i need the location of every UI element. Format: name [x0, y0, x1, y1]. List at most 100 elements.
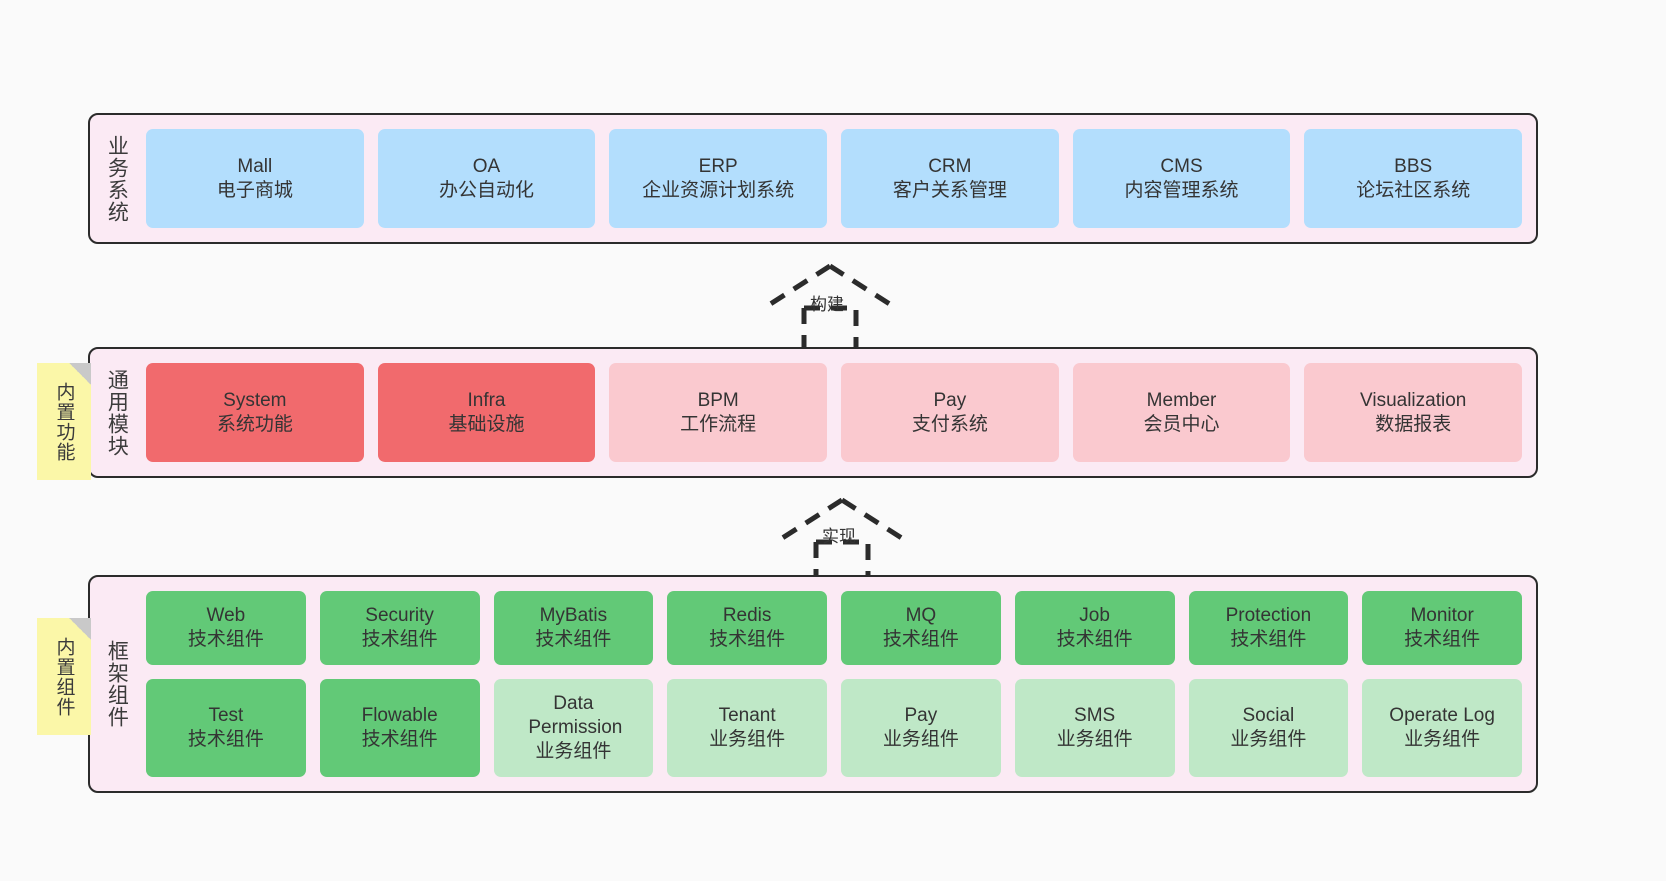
card-title-en: Social [1242, 705, 1295, 727]
card-row: Web 技术组件 Security 技术组件 MyBatis 技术组件 Redi… [146, 591, 1522, 666]
card-title-cn: 业务组件 [1404, 729, 1481, 751]
layer-title-business-system: 业务系统 [105, 134, 129, 223]
layer-business-system: 业务系统 Mall 电子商城 OA 办公自动化 ERP 企业资源计划系统 CRM… [88, 113, 1538, 244]
card-title-en: Job [1079, 605, 1110, 627]
card-title-cn: 客户关系管理 [892, 179, 1007, 201]
layer-body-business-system: Mall 电子商城 OA 办公自动化 ERP 企业资源计划系统 CRM 客户关系… [142, 115, 1536, 242]
card-title-cn: 业务组件 [709, 729, 786, 751]
card-title-cn: 技术组件 [709, 629, 786, 651]
card-title-en: Data Permission [528, 693, 623, 739]
card-security[interactable]: Security 技术组件 [319, 591, 480, 666]
card-row: System 系统功能 Infra 基础设施 BPM 工作流程 Pay 支付系统… [146, 363, 1523, 462]
card-social[interactable]: Social 业务组件 [1188, 679, 1349, 777]
card-title-cn: 企业资源计划系统 [642, 179, 795, 201]
card-title-en: Member [1146, 389, 1217, 411]
card-title-en: BBS [1394, 155, 1433, 177]
card-title-en: MyBatis [539, 605, 608, 627]
card-title-cn: 支付系统 [911, 413, 988, 435]
generalization-arrow-icon [762, 263, 898, 348]
sticky-note-builtin-components: 内置组件 [37, 618, 91, 735]
layer-body-framework-component: Web 技术组件 Security 技术组件 MyBatis 技术组件 Redi… [142, 577, 1536, 791]
card-system[interactable]: System 系统功能 [146, 363, 364, 462]
card-redis[interactable]: Redis 技术组件 [667, 591, 827, 666]
card-title-cn: 技术组件 [535, 629, 612, 651]
card-title-cn: 技术组件 [361, 729, 438, 751]
card-title-cn: 办公自动化 [439, 179, 535, 201]
card-title-cn: 业务组件 [1230, 729, 1307, 751]
card-flowable[interactable]: Flowable 技术组件 [319, 679, 480, 777]
connector-implement: 实现 [772, 496, 912, 576]
card-title-cn: 数据报表 [1375, 413, 1452, 435]
card-title-en: Visualization [1360, 389, 1467, 411]
card-infra[interactable]: Infra 基础设施 [377, 363, 596, 462]
card-title-en: Web [206, 605, 246, 627]
card-mall[interactable]: Mall 电子商城 [146, 129, 364, 228]
connector-build: 构建 [760, 262, 900, 348]
generalization-arrow-icon [774, 497, 910, 576]
layer-framework-component: 框架组件 Web 技术组件 Security 技术组件 MyBatis 技术组件… [88, 575, 1538, 793]
card-title-cn: 技术组件 [882, 629, 959, 651]
card-operate-log[interactable]: Operate Log 业务组件 [1362, 679, 1522, 777]
card-title-cn: 会员中心 [1143, 413, 1220, 435]
card-mybatis[interactable]: MyBatis 技术组件 [493, 591, 654, 666]
card-row: Mall 电子商城 OA 办公自动化 ERP 企业资源计划系统 CRM 客户关系… [146, 129, 1523, 228]
layer-body-common-module: System 系统功能 Infra 基础设施 BPM 工作流程 Pay 支付系统… [142, 349, 1536, 476]
card-title-en: Pay [904, 705, 938, 727]
card-title-en: OA [472, 155, 501, 177]
card-title-en: CRM [928, 155, 972, 177]
card-sms[interactable]: SMS 业务组件 [1014, 679, 1175, 777]
card-title-cn: 技术组件 [1056, 629, 1133, 651]
card-cms[interactable]: CMS 内容管理系统 [1072, 129, 1291, 228]
card-title-en: Protection [1225, 605, 1312, 627]
card-title-en: Infra [467, 389, 506, 411]
card-title-cn: 论坛社区系统 [1356, 179, 1471, 201]
card-protection[interactable]: Protection 技术组件 [1188, 591, 1349, 666]
card-data-permission[interactable]: Data Permission 业务组件 [493, 679, 654, 777]
sticky-note-text: 内置功能 [53, 381, 75, 462]
card-title-en: Mall [237, 155, 273, 177]
card-title-cn: 业务组件 [882, 729, 959, 751]
card-web[interactable]: Web 技术组件 [146, 591, 306, 666]
card-visualization[interactable]: Visualization 数据报表 [1304, 363, 1523, 462]
card-pay-business[interactable]: Pay 业务组件 [841, 679, 1001, 777]
layer-title-framework-component: 框架组件 [105, 640, 129, 728]
card-title-en: System [223, 389, 287, 411]
card-title-cn: 技术组件 [187, 729, 264, 751]
card-title-en: Flowable [361, 705, 438, 727]
card-oa[interactable]: OA 办公自动化 [377, 129, 596, 228]
card-bbs[interactable]: BBS 论坛社区系统 [1304, 129, 1523, 228]
card-title-en: Security [365, 605, 434, 627]
connector-label-build: 构建 [810, 295, 844, 314]
card-mq[interactable]: MQ 技术组件 [841, 591, 1001, 666]
layer-common-module: 通用模块 System 系统功能 Infra 基础设施 BPM 工作流程 Pay… [88, 347, 1538, 478]
card-bpm[interactable]: BPM 工作流程 [609, 363, 828, 462]
card-title-cn: 业务组件 [1056, 729, 1133, 751]
card-title-cn: 工作流程 [680, 413, 757, 435]
card-title-cn: 技术组件 [1230, 629, 1307, 651]
card-title-cn: 内容管理系统 [1124, 179, 1239, 201]
card-title-en: Pay [933, 389, 967, 411]
card-title-cn: 系统功能 [216, 413, 293, 435]
card-member[interactable]: Member 会员中心 [1072, 363, 1291, 462]
card-pay[interactable]: Pay 支付系统 [841, 363, 1059, 462]
card-title-en: BPM [697, 389, 739, 411]
card-title-en: Tenant [718, 705, 776, 727]
card-title-cn: 电子商城 [216, 179, 293, 201]
card-tenant[interactable]: Tenant 业务组件 [667, 679, 827, 777]
card-title-en: CMS [1160, 155, 1203, 177]
card-title-en: Monitor [1410, 605, 1474, 627]
card-job[interactable]: Job 技术组件 [1014, 591, 1175, 666]
card-title-cn: 技术组件 [1404, 629, 1481, 651]
card-title-en: ERP [698, 155, 738, 177]
card-title-en: Operate Log [1389, 705, 1495, 727]
layer-title-common-module: 通用模块 [105, 368, 129, 457]
card-title-cn: 业务组件 [535, 740, 612, 762]
card-title-en: Test [208, 705, 244, 727]
card-erp[interactable]: ERP 企业资源计划系统 [609, 129, 828, 228]
card-title-en: MQ [905, 605, 937, 627]
card-title-cn: 技术组件 [361, 629, 438, 651]
card-test[interactable]: Test 技术组件 [146, 679, 306, 777]
card-crm[interactable]: CRM 客户关系管理 [841, 129, 1059, 228]
card-monitor[interactable]: Monitor 技术组件 [1362, 591, 1522, 666]
